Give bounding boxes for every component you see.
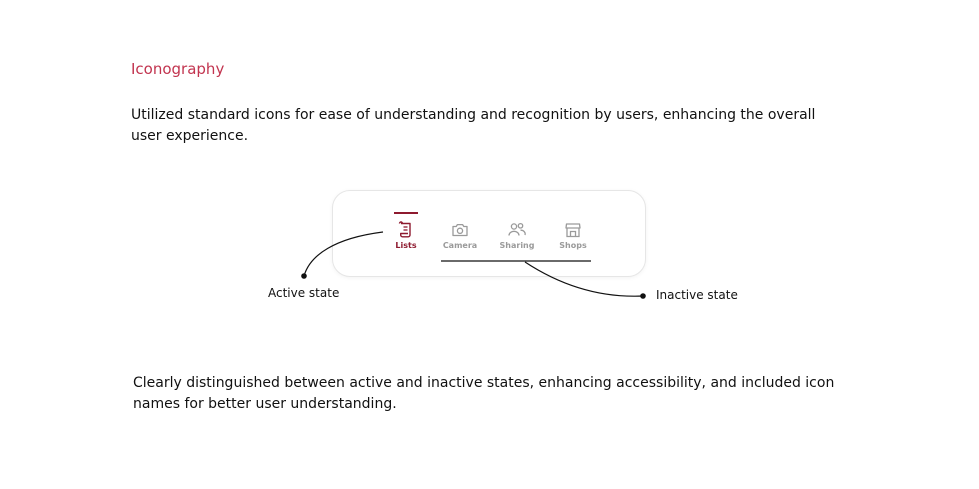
nav-label-camera: Camera bbox=[442, 241, 478, 250]
bottom-navigation-bar: Lists Camera Sharing Shops bbox=[332, 190, 646, 277]
nav-label-sharing: Sharing bbox=[499, 241, 535, 250]
inactive-state-label: Inactive state bbox=[656, 288, 738, 302]
outro-paragraph: Clearly distinguished between active and… bbox=[133, 375, 835, 412]
camera-icon bbox=[452, 223, 468, 237]
intro-paragraph: Utilized standard icons for ease of unde… bbox=[131, 107, 816, 144]
active-state-label: Active state bbox=[268, 286, 340, 300]
nav-label-lists: Lists bbox=[395, 241, 417, 250]
nav-item-camera[interactable]: Camera bbox=[432, 221, 488, 253]
shop-icon bbox=[565, 223, 581, 238]
active-callout-dot bbox=[301, 273, 307, 279]
nav-item-lists[interactable]: Lists bbox=[378, 221, 434, 253]
list-scroll-icon bbox=[398, 221, 411, 238]
section-title: Iconography bbox=[131, 60, 225, 78]
nav-item-shops[interactable]: Shops bbox=[545, 221, 601, 253]
nav-item-sharing[interactable]: Sharing bbox=[489, 221, 545, 253]
users-icon bbox=[508, 222, 526, 236]
inactive-callout-line bbox=[524, 261, 644, 297]
nav-label-shops: Shops bbox=[559, 241, 587, 250]
inactive-callout-dot bbox=[640, 293, 646, 299]
active-callout-line bbox=[303, 231, 384, 277]
active-indicator bbox=[394, 212, 418, 214]
